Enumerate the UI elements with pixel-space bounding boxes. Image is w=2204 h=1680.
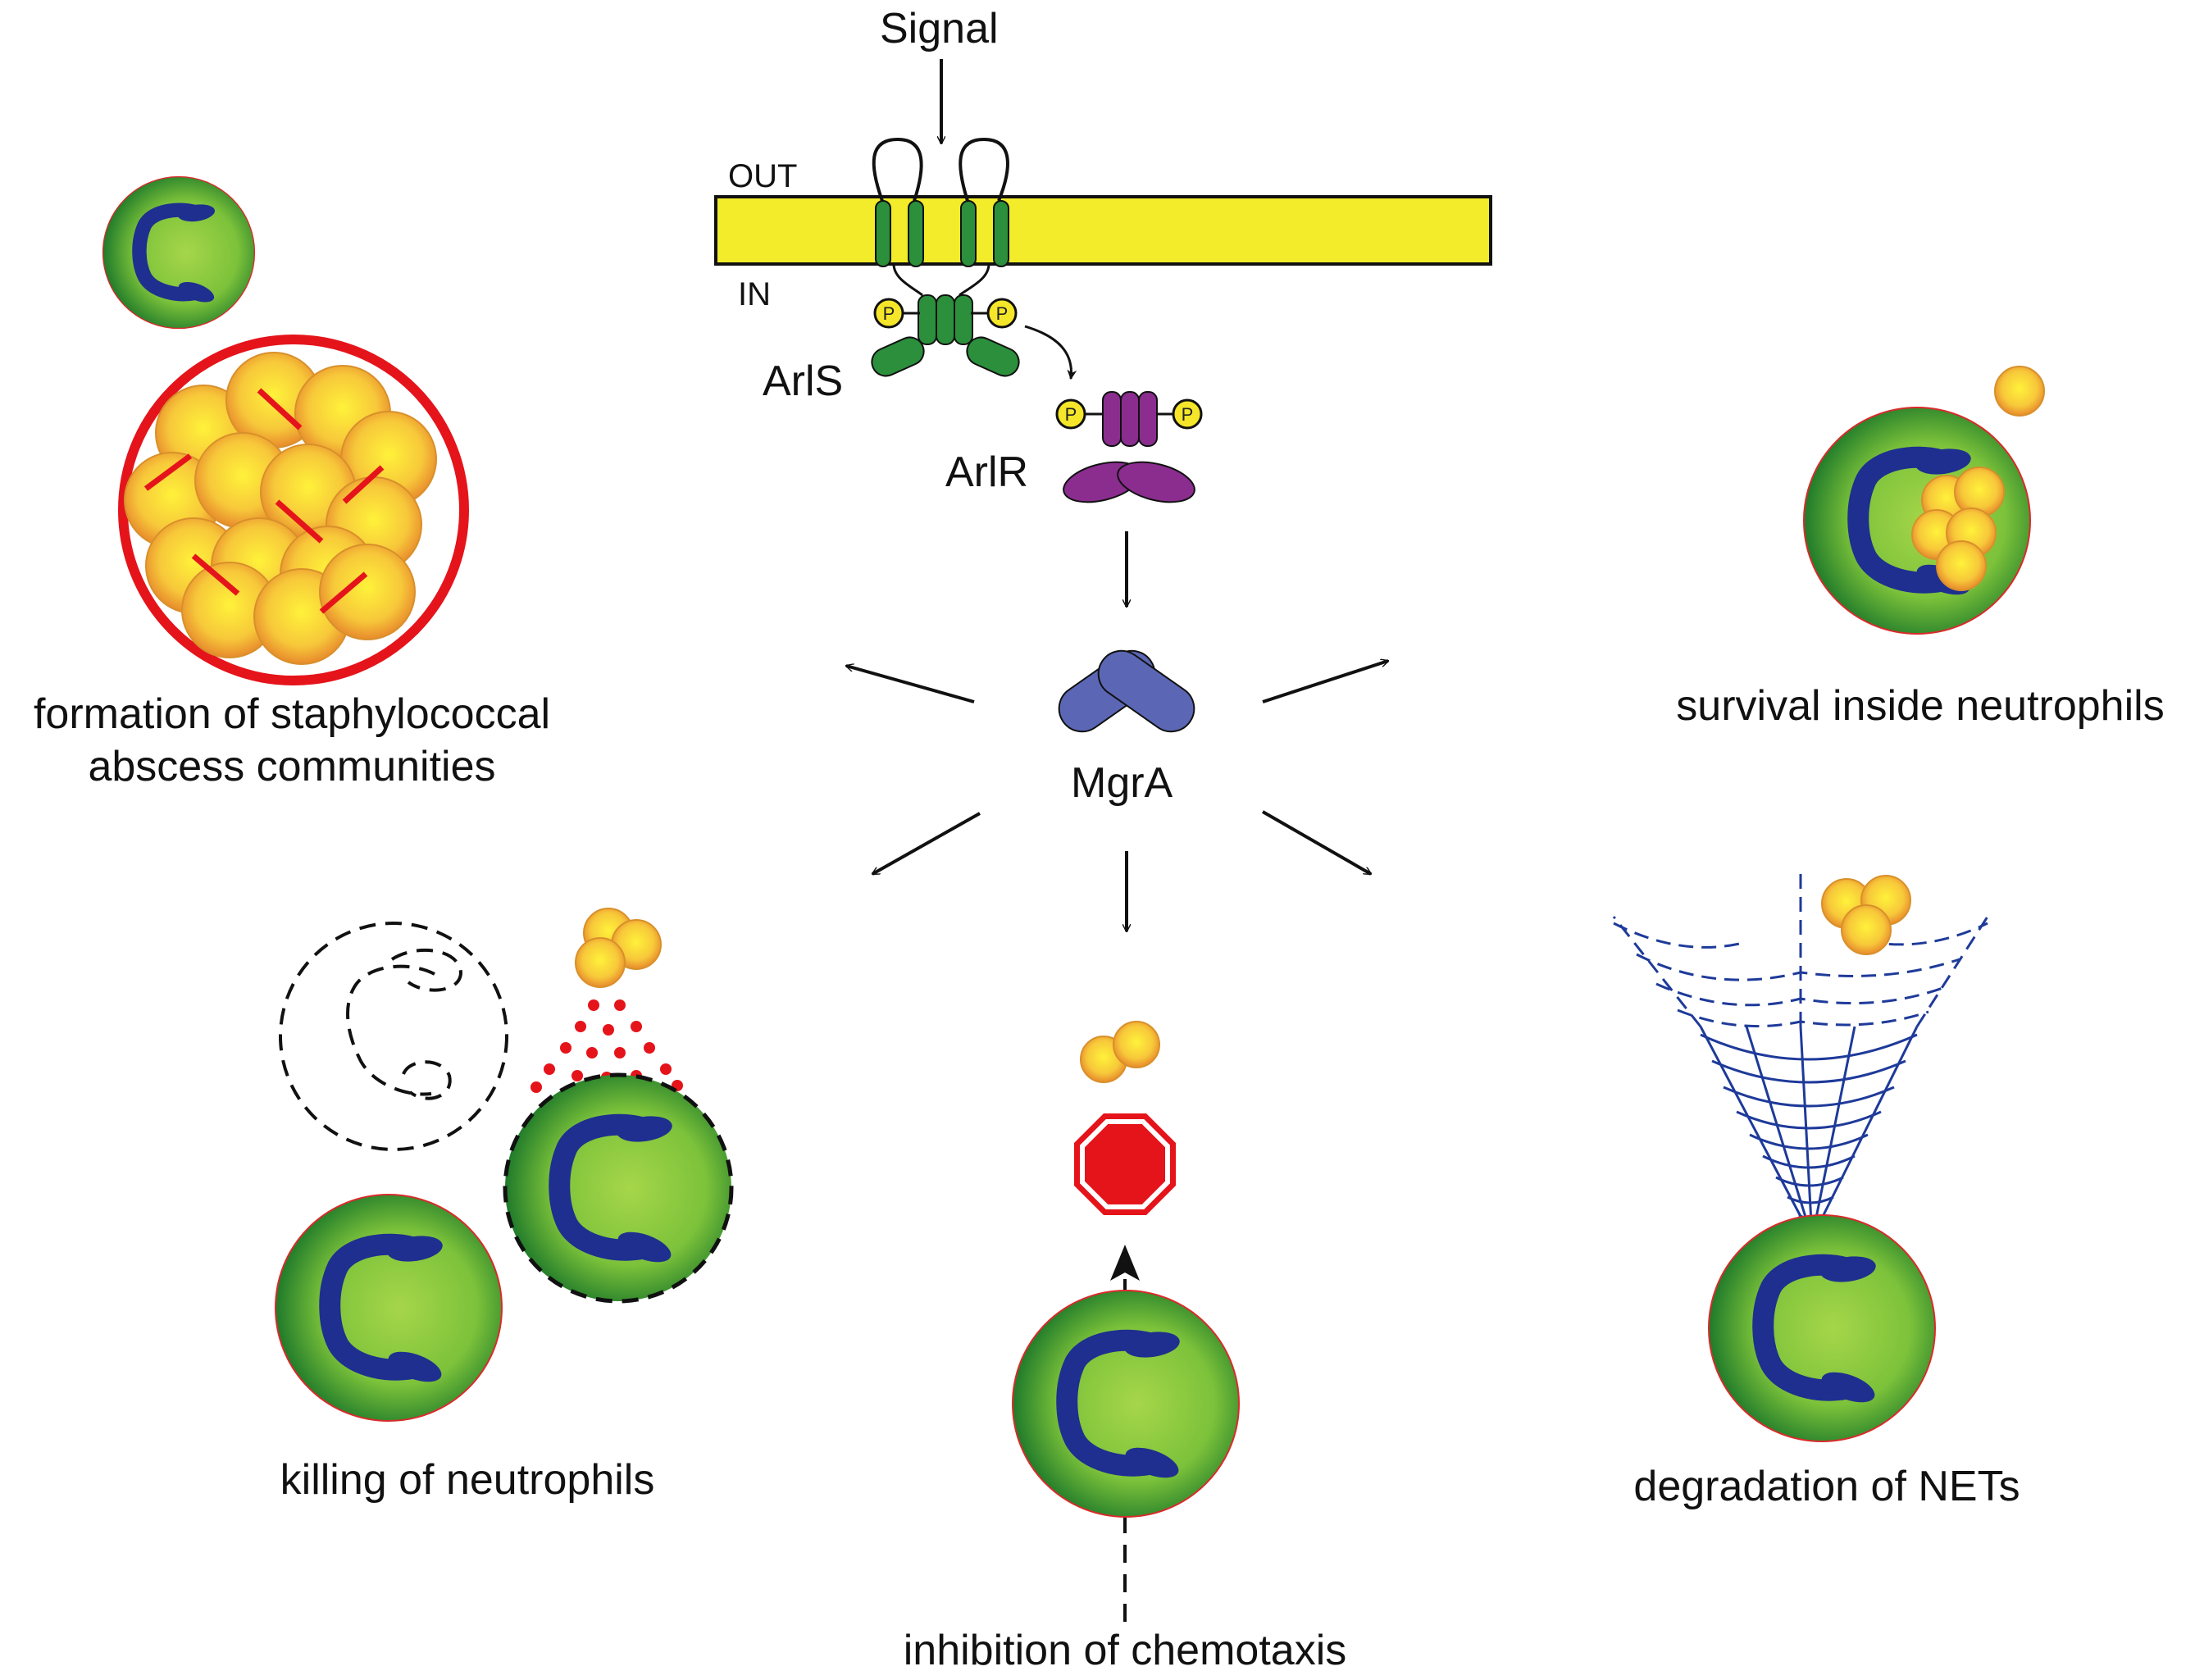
phospho-arlr-right: P — [1172, 398, 1203, 430]
label-in: IN — [738, 276, 771, 312]
label-abscess-line2: abscess communities — [88, 743, 495, 790]
membrane — [714, 195, 1492, 266]
phosphotransfer-arrow — [1024, 325, 1077, 380]
label-mgra: MgrA — [1071, 759, 1173, 807]
svg-text:P: P — [1065, 404, 1077, 425]
label-arlr: ArlR — [945, 448, 1028, 496]
label-chemotaxis: inhibition of chemotaxis — [904, 1627, 1347, 1674]
arlr-dimer — [1063, 391, 1195, 503]
label-arls: ArlS — [763, 357, 843, 405]
neutrophil-extracellular-trap — [1612, 874, 1989, 1239]
arrow-to-survival — [1262, 661, 1388, 703]
internalized-bacteria — [1911, 467, 2005, 591]
phospho-arls-left: P — [873, 298, 904, 329]
neutrophil-nets — [1709, 1215, 1935, 1441]
arrow-to-abscess — [846, 666, 975, 703]
abscess-community — [118, 335, 469, 685]
phospho-arls-right: P — [986, 298, 1018, 329]
free-bacterium — [1994, 366, 2045, 417]
neutrophil-chemotaxis — [1013, 1291, 1239, 1517]
svg-text:P: P — [1182, 404, 1194, 425]
label-signal: Signal — [880, 5, 999, 52]
chemotaxis-arrowhead — [1110, 1245, 1140, 1281]
mgra-protein — [1058, 649, 1195, 733]
svg-text:P: P — [996, 303, 1009, 324]
toxin-droplets — [531, 999, 683, 1104]
label-survival: survival inside neutrophils — [1676, 682, 2164, 730]
chemotaxis-bacteria — [1080, 1021, 1160, 1083]
net-bacteria — [1821, 875, 1911, 955]
label-out: OUT — [728, 158, 797, 194]
toxin-secreting-bacteria — [575, 908, 662, 988]
arls-dimer — [871, 137, 1020, 377]
lysed-neutrophil — [279, 922, 508, 1151]
arrow-to-killing — [872, 812, 981, 876]
neutrophil-under-attack — [503, 1072, 734, 1304]
label-nets: degradation of NETs — [1633, 1463, 2020, 1510]
neutrophil-intact-killing — [276, 1195, 502, 1421]
phospho-arlr-left: P — [1055, 398, 1086, 430]
stop-sign — [1074, 1113, 1176, 1215]
label-abscess-line1: formation of staphylococcal — [34, 690, 550, 738]
arrow-to-nets — [1262, 810, 1371, 876]
svg-text:P: P — [883, 303, 895, 324]
label-killing: killing of neutrophils — [280, 1456, 655, 1504]
neutrophil-abscess — [103, 177, 255, 329]
